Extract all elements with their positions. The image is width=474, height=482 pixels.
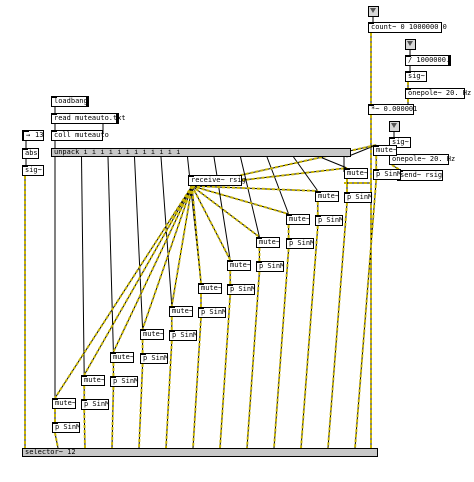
count-object[interactable]: count~ 0 1000000 0 bbox=[368, 22, 447, 33]
signal-cord bbox=[191, 185, 289, 215]
psinm-object[interactable]: p SinM bbox=[344, 192, 372, 203]
number-arrow-icon: → bbox=[26, 131, 31, 139]
selector-object[interactable]: selector~ 12 bbox=[22, 448, 378, 457]
signal-cord bbox=[300, 225, 319, 449]
sig-object-mid[interactable]: sig~ bbox=[389, 137, 411, 148]
signal-cord bbox=[191, 185, 318, 192]
psinm-object[interactable]: p SinM bbox=[315, 215, 343, 226]
signal-cord bbox=[54, 185, 193, 399]
unpack-to-mute-cord bbox=[346, 144, 377, 158]
divide-message[interactable]: / 1000000. bbox=[405, 55, 451, 66]
signal-cord bbox=[54, 432, 59, 449]
psinm-object[interactable]: p SinM bbox=[373, 169, 401, 180]
unpack-to-mute-cord bbox=[319, 156, 348, 169]
multiply-object[interactable]: *~ 0.000001 bbox=[368, 104, 417, 115]
psinm-object[interactable]: p SinM bbox=[52, 422, 80, 433]
signal-cord-outline bbox=[273, 248, 290, 449]
bang-button-mid[interactable] bbox=[389, 121, 400, 132]
unpack-object[interactable]: unpack i i i i i i i i i i i i bbox=[51, 148, 351, 157]
signal-cord bbox=[83, 185, 193, 376]
onepole-object-mid[interactable]: onepole~ 20. Hz bbox=[389, 154, 455, 165]
signal-cord bbox=[112, 185, 193, 353]
mute-object[interactable]: mute~ bbox=[140, 329, 164, 340]
bang-button-top[interactable] bbox=[368, 6, 379, 17]
coll-object[interactable]: coll muteauto bbox=[51, 130, 109, 141]
psinm-object[interactable]: p SinM bbox=[169, 330, 197, 341]
signal-cord bbox=[111, 386, 115, 449]
unpack-to-mute-cord bbox=[134, 156, 144, 330]
mute-object[interactable]: mute~ bbox=[315, 191, 339, 202]
psinm-object[interactable]: p SinM bbox=[140, 353, 168, 364]
abs-object[interactable]: abs bbox=[22, 148, 39, 159]
psinm-object[interactable]: p SinM bbox=[110, 376, 138, 387]
psinm-object[interactable]: p SinM bbox=[227, 284, 255, 295]
mute-object[interactable]: mute~ bbox=[110, 352, 134, 363]
signal-cord bbox=[83, 409, 86, 449]
mute-object[interactable]: mute~ bbox=[286, 214, 310, 225]
mute-object[interactable]: mute~ bbox=[344, 168, 368, 179]
unpack-to-mute-cord bbox=[81, 156, 85, 376]
onepole-object-top[interactable]: onepole~ 20. Hz bbox=[405, 88, 471, 99]
sig-object-top[interactable]: sig~ bbox=[405, 71, 427, 82]
receive-object[interactable]: receive~ rsig bbox=[188, 175, 246, 186]
signal-cord bbox=[191, 185, 261, 238]
signal-cord bbox=[170, 185, 193, 307]
signal-cord bbox=[165, 340, 173, 449]
signal-cord bbox=[327, 202, 348, 449]
number-value: 13 bbox=[35, 131, 44, 139]
signal-cord bbox=[246, 271, 261, 449]
psinm-object[interactable]: p SinM bbox=[198, 307, 226, 318]
sig-object-left[interactable]: sig~ bbox=[22, 165, 44, 176]
signal-cord bbox=[138, 363, 144, 449]
number-box[interactable]: → 13 bbox=[22, 130, 44, 141]
signal-cord bbox=[192, 317, 202, 449]
read-message[interactable]: read muteauto.txt bbox=[51, 113, 126, 124]
signal-cord bbox=[219, 294, 232, 449]
signal-cord bbox=[273, 248, 290, 449]
signal-cord bbox=[141, 185, 193, 330]
psinm-object[interactable]: p SinM bbox=[256, 261, 284, 272]
signal-cord bbox=[191, 185, 232, 261]
bang-button-divisor[interactable] bbox=[405, 39, 416, 50]
signal-cord-outline bbox=[354, 179, 377, 449]
mute-object[interactable]: mute~ bbox=[198, 283, 222, 294]
unpack-to-mute-cord bbox=[240, 156, 260, 238]
psinm-object[interactable]: p SinM bbox=[81, 399, 109, 410]
mute-object[interactable]: mute~ bbox=[256, 237, 280, 248]
mute-object[interactable]: mute~ bbox=[373, 145, 397, 156]
mute-object[interactable]: mute~ bbox=[169, 306, 193, 317]
mute-object[interactable]: mute~ bbox=[227, 260, 251, 271]
loadbang-object[interactable]: loadbang bbox=[51, 96, 89, 107]
unpack-to-mute-cord bbox=[266, 156, 290, 215]
send-object[interactable]: send~ rsig bbox=[397, 170, 443, 181]
signal-cord bbox=[191, 185, 202, 284]
psinm-object[interactable]: p SinM bbox=[286, 238, 314, 249]
mute-object[interactable]: mute~ bbox=[52, 398, 76, 409]
unpack-to-mute-cord bbox=[107, 156, 114, 353]
mute-object[interactable]: mute~ bbox=[81, 375, 105, 386]
